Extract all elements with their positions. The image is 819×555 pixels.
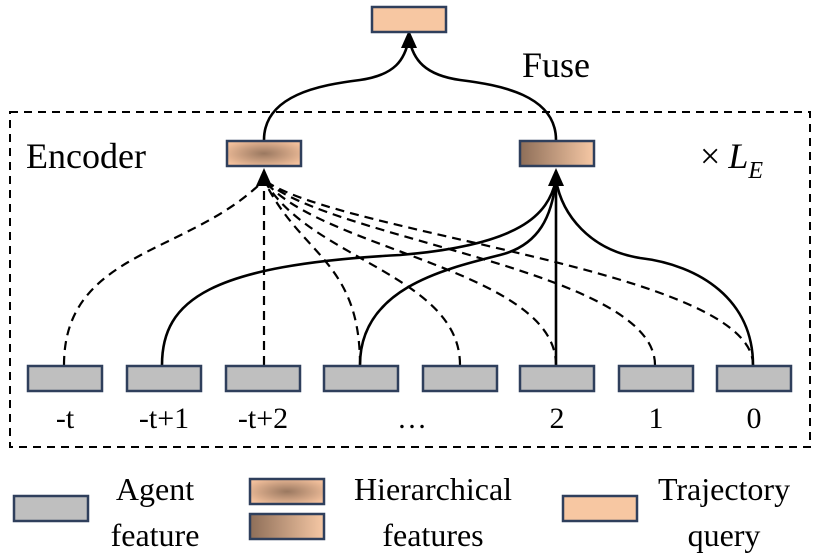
legend-hierarchical-swatch-b	[248, 512, 326, 541]
agent-feature-row	[26, 364, 793, 393]
edge-dashed-6	[263, 179, 657, 366]
legend-agent-swatch	[12, 494, 90, 523]
arrowhead-fuse	[401, 30, 417, 48]
agent-feature-box	[26, 364, 104, 393]
agent-feature-box	[224, 364, 302, 393]
agent-index-label: 2	[550, 402, 565, 435]
hierarchical-feature-box-left	[225, 139, 303, 168]
edge-solid-3	[358, 179, 558, 366]
legend: Agent feature Hierarchical features Traj…	[12, 471, 790, 553]
edge-dashed-3	[263, 179, 362, 366]
agent-index-labels: -t -t+1 -t+2 … 2 1 0	[56, 402, 762, 435]
edge-dashed-0	[62, 179, 265, 366]
arrowhead-right	[548, 168, 564, 186]
fuse-label: Fuse	[522, 45, 590, 85]
hierarchical-feature-box-right	[518, 139, 596, 168]
legend-hierarchical-swatch-a	[248, 477, 326, 506]
edge-dashed-5	[263, 179, 558, 366]
fuse-edge-right	[407, 37, 558, 141]
edge-dashed-7	[263, 179, 755, 366]
agent-feature-box	[421, 364, 499, 393]
layer-repeat-label: ×LE	[700, 136, 763, 184]
agent-feature-box	[617, 364, 695, 393]
legend-trajectory-line2: query	[688, 517, 761, 553]
legend-agent-line2: feature	[111, 517, 200, 553]
legend-hierarchical-line2: features	[382, 517, 483, 553]
edge-dashed-4	[263, 179, 462, 366]
fuse-edge-left	[262, 37, 411, 141]
encoder-label: Encoder	[26, 136, 146, 176]
dashed-edges	[62, 179, 755, 366]
fuse-edges	[262, 37, 558, 141]
agent-feature-box	[715, 364, 793, 393]
agent-feature-box	[322, 364, 400, 393]
agent-index-label: 1	[649, 402, 664, 435]
agent-feature-box	[125, 364, 203, 393]
edge-solid-7	[554, 179, 755, 366]
legend-trajectory-line1: Trajectory	[658, 471, 790, 507]
agent-index-label: -t	[56, 402, 75, 435]
agent-index-label: 0	[747, 402, 762, 435]
legend-agent-line1: Agent	[116, 471, 194, 507]
legend-trajectory-swatch	[561, 494, 639, 523]
agent-feature-box	[518, 364, 596, 393]
trajectory-query-box	[370, 5, 448, 34]
agent-index-label: -t+1	[139, 402, 189, 435]
arrowhead-left	[256, 168, 272, 186]
encoder-frame	[9, 111, 811, 448]
agent-index-label: -t+2	[238, 402, 288, 435]
legend-hierarchical-line1: Hierarchical	[354, 471, 512, 507]
agent-index-label: …	[397, 402, 427, 435]
solid-edges	[160, 179, 755, 366]
edge-solid-1	[160, 179, 558, 366]
